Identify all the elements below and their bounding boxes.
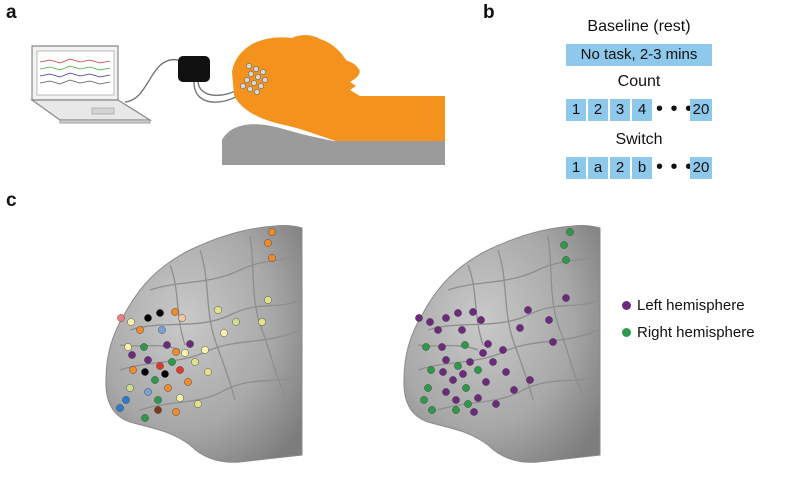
baseline-box: No task, 2-3 mins [566,44,712,66]
patient-head [232,35,445,141]
left-hemisphere-dot-icon [622,301,631,310]
count-item-4: 4 [632,99,652,121]
panel-label-c: c [6,190,17,211]
brain-right-view [403,225,601,463]
legend-left-label: Left hemisphere [637,297,745,314]
legend-right-label: Right hemisphere [637,324,755,341]
count-item-3: 3 [610,99,630,121]
switch-ellipsis: • • • [656,156,694,178]
switch-item-2: a [588,157,608,179]
legend-left-hemisphere: Left hemisphere [622,297,745,314]
switch-item-3: 2 [610,157,630,179]
count-title: Count [617,73,661,90]
electrodes-hemisphere [415,228,574,416]
right-hemisphere-dot-icon [622,328,631,337]
electrode-grid [240,63,268,95]
panel-label-b: b [483,2,495,23]
electrodes-colored [116,228,276,422]
switch-item-4: b [632,157,652,179]
switch-title: Switch [615,131,663,148]
amplifier-box [178,56,210,82]
brain-left-view [105,225,303,463]
baseline-title: Baseline (rest) [587,18,691,35]
switch-item-1: 1 [566,157,586,179]
legend-right-hemisphere: Right hemisphere [622,324,755,341]
switch-item-end: 20 [690,157,712,179]
count-item-end: 20 [690,99,712,121]
laptop-icon [30,45,153,124]
panel-label-a: a [6,2,17,23]
count-item-2: 2 [588,99,608,121]
count-ellipsis: • • • [656,98,694,120]
count-item-1: 1 [566,99,586,121]
pillow [222,124,445,165]
